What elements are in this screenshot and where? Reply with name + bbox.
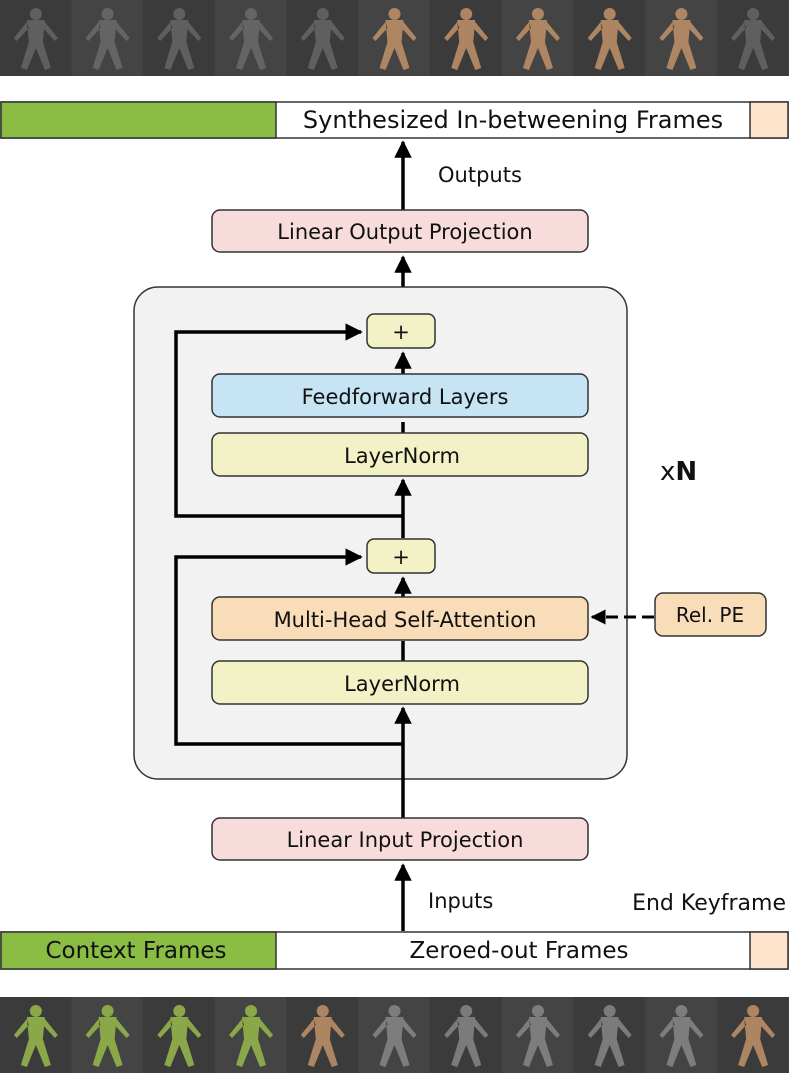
rel-pe-label: Rel. PE xyxy=(676,603,744,627)
zeroed-frames-label: Zeroed-out Frames xyxy=(409,938,628,964)
film-frame xyxy=(645,0,717,76)
add-node-top: + xyxy=(366,313,436,349)
film-frame-background xyxy=(286,0,358,76)
attention-block: Multi-Head Self-Attention xyxy=(211,596,589,641)
input-bar: Context Frames Zeroed-out Frames xyxy=(0,931,789,970)
film-frame xyxy=(645,997,717,1073)
linear-input-projection-block: Linear Input Projection xyxy=(211,817,589,861)
film-frame xyxy=(358,997,430,1073)
motion-pose-figure xyxy=(515,8,560,70)
layernorm-top-box xyxy=(211,432,589,477)
motion-pose-figure xyxy=(587,8,632,70)
linear-output-projection-box xyxy=(211,209,589,253)
film-frame xyxy=(358,0,430,76)
layernorm-top-label: LayerNorm xyxy=(344,444,460,468)
film-frame xyxy=(502,0,573,76)
motion-pose-figure xyxy=(659,1005,704,1067)
feedforward-label: Feedforward Layers xyxy=(302,385,509,409)
add-box-bottom xyxy=(366,538,436,574)
film-frame xyxy=(717,0,788,76)
motion-pose-figure xyxy=(85,1005,130,1067)
repeat-count: N xyxy=(675,457,697,487)
film-frame xyxy=(717,997,788,1073)
film-frame xyxy=(573,0,645,76)
motion-pose-figure xyxy=(444,8,489,70)
motion-pose-figure xyxy=(444,1005,489,1067)
top-frame-strip xyxy=(0,0,789,76)
linear-output-projection-block: Linear Output Projection xyxy=(211,209,589,253)
motion-pose-figure xyxy=(85,8,130,70)
linear-input-projection-label: Linear Input Projection xyxy=(287,828,524,852)
feedforward-block: Feedforward Layers xyxy=(211,373,589,418)
motion-pose-figure xyxy=(587,1005,632,1067)
linear-output-projection-label: Linear Output Projection xyxy=(277,220,532,244)
linear-input-projection-box xyxy=(211,817,589,861)
attention-label: Multi-Head Self-Attention xyxy=(274,608,537,632)
film-frame xyxy=(143,997,215,1073)
film-frame xyxy=(71,997,143,1073)
context-frames-label: Context Frames xyxy=(45,938,226,964)
film-frame xyxy=(502,997,573,1073)
output-bar: Synthesized In-betweening Frames xyxy=(0,101,789,139)
motion-pose-figure xyxy=(731,1005,776,1067)
layernorm-top-block: LayerNorm xyxy=(211,432,589,477)
film-frame-background xyxy=(71,0,143,76)
film-frame-background xyxy=(0,0,71,76)
film-frame-background xyxy=(717,0,788,76)
film-frame xyxy=(143,0,215,76)
film-frame xyxy=(215,0,286,76)
motion-pose-figure xyxy=(229,1005,274,1067)
residual-connection-top xyxy=(174,323,403,518)
motion-pose-figure xyxy=(515,1005,560,1067)
add-symbol-top: + xyxy=(392,320,410,344)
film-frame xyxy=(430,0,502,76)
context-frames-segment xyxy=(0,931,277,970)
end-keyframe-label: End Keyframe xyxy=(632,891,786,916)
film-frame xyxy=(430,997,502,1073)
motion-pose-figure xyxy=(731,8,776,70)
encoder-block-panel xyxy=(133,286,628,780)
output-context-segment xyxy=(0,101,277,139)
bottom-frame-strip xyxy=(0,997,789,1073)
motion-pose-figure xyxy=(300,1005,345,1067)
film-frame xyxy=(215,997,286,1073)
motion-pose-figure xyxy=(157,1005,202,1067)
output-bar-label: Synthesized In-betweening Frames xyxy=(303,106,723,134)
film-frame xyxy=(573,997,645,1073)
motion-pose-figure xyxy=(372,1005,417,1067)
film-frame xyxy=(0,997,71,1073)
motion-pose-figure xyxy=(13,1005,58,1067)
repeat-count-label: xN xyxy=(660,457,697,487)
motion-pose-figure xyxy=(229,8,274,70)
film-frame xyxy=(286,0,358,76)
layernorm-bottom-block: LayerNorm xyxy=(211,660,589,705)
film-frame xyxy=(0,0,71,76)
rel-pe-block: Rel. PE xyxy=(654,592,767,637)
feedforward-box xyxy=(211,373,589,418)
motion-pose-figure xyxy=(157,8,202,70)
repeat-prefix: x xyxy=(660,457,675,487)
motion-pose-figure xyxy=(659,8,704,70)
outputs-label: Outputs xyxy=(438,163,522,187)
output-keyframe-segment xyxy=(749,101,789,139)
residual-connection-bottom xyxy=(174,548,403,746)
add-box-top xyxy=(366,313,436,349)
film-frame xyxy=(286,997,358,1073)
add-symbol-bottom: + xyxy=(392,545,410,569)
motion-pose-figure xyxy=(372,8,417,70)
film-frame-background xyxy=(143,0,215,76)
film-frame xyxy=(71,0,143,76)
rel-pe-box xyxy=(654,592,767,637)
layernorm-bottom-label: LayerNorm xyxy=(344,672,460,696)
motion-pose-figure xyxy=(13,8,58,70)
layernorm-bottom-box xyxy=(211,660,589,705)
attention-box xyxy=(211,596,589,641)
motion-pose-figure xyxy=(300,8,345,70)
inputs-label: Inputs xyxy=(428,889,493,913)
film-frame-background xyxy=(215,0,286,76)
add-node-bottom: + xyxy=(366,538,436,574)
end-keyframe-segment xyxy=(749,931,789,970)
